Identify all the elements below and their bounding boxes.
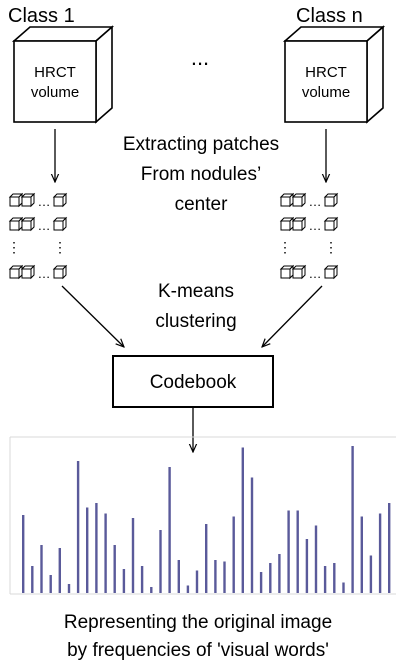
- patch-cube: [8, 216, 24, 232]
- patch-row-ellipsis: …: [38, 218, 51, 233]
- histogram-bar: [269, 563, 272, 593]
- hrct-volume-cube-left: HRCT volume: [11, 25, 115, 124]
- histogram-bar: [104, 513, 107, 593]
- histogram-bar: [150, 587, 153, 593]
- classes-ellipsis: ...: [191, 45, 209, 70]
- patch-column-ellipsis: ⋮: [278, 239, 292, 255]
- histogram-bar: [388, 503, 391, 593]
- patch-row-ellipsis: …: [309, 194, 322, 209]
- patch-cube: [52, 264, 68, 280]
- histogram-bar: [86, 507, 89, 593]
- histogram-bar: [195, 570, 199, 593]
- patch-cube: [20, 264, 36, 280]
- kmeans-step-line1: K-means: [158, 281, 234, 302]
- hrct-volume-cube-right: HRCT volume: [282, 25, 386, 124]
- histogram-bar: [378, 513, 382, 593]
- histogram-bar: [186, 585, 190, 593]
- caption-line1: Representing the original image: [64, 612, 332, 633]
- patch-column-ellipsis: ⋮: [53, 239, 67, 255]
- patch-cube: [323, 192, 339, 208]
- histogram-bar: [223, 561, 226, 593]
- patch-cube: [8, 192, 24, 208]
- caption-line2: by frequencies of 'visual words': [67, 640, 329, 661]
- codebook-label: Codebook: [150, 372, 237, 393]
- patch-cube: [291, 192, 307, 208]
- patch-step-line3: center: [175, 194, 228, 215]
- histogram-bar: [205, 524, 208, 593]
- histogram-bar: [259, 572, 263, 593]
- histogram-frame: [9, 436, 396, 595]
- histogram-bar: [360, 516, 363, 593]
- volume-label-right-line2: volume: [302, 84, 350, 101]
- patch-cube: [279, 216, 295, 232]
- histogram-bar: [113, 545, 116, 593]
- patch-cube: [279, 264, 295, 280]
- patch-row-ellipsis: …: [38, 266, 51, 281]
- patch-cube: [291, 216, 307, 232]
- histogram-bar: [22, 515, 25, 593]
- patch-cube: [323, 264, 339, 280]
- histogram-bar: [31, 566, 34, 593]
- histogram-bar: [333, 563, 336, 593]
- arrow-patches-to-codebook-left: [61, 285, 124, 347]
- patch-cube: [279, 192, 295, 208]
- patch-cube: [20, 192, 36, 208]
- histogram-bar: [351, 446, 354, 593]
- histogram-bar: [278, 554, 281, 593]
- histogram-bar: [250, 477, 254, 593]
- patch-grid-left: ………⋮⋮: [7, 192, 68, 281]
- patch-row-ellipsis: …: [309, 266, 322, 281]
- histogram-bar: [40, 545, 43, 593]
- patch-cube: [20, 216, 36, 232]
- histogram-bar: [296, 510, 299, 593]
- patch-cube: [52, 192, 68, 208]
- patch-cube: [323, 216, 339, 232]
- patch-grid-right: ………⋮⋮: [278, 192, 339, 281]
- histogram-bar: [314, 525, 318, 593]
- histogram-bar: [241, 447, 244, 593]
- volume-label-right-line1: HRCT: [305, 64, 347, 81]
- histogram-bar: [67, 584, 71, 593]
- histogram-bar: [159, 530, 162, 593]
- histogram-bar: [214, 560, 217, 593]
- volume-label-left-line1: HRCT: [34, 64, 76, 81]
- patch-step-line1: Extracting patches: [123, 134, 279, 155]
- histogram-bar: [342, 582, 345, 593]
- arrow-patches-to-codebook-right: [262, 285, 323, 347]
- histogram-bar: [131, 518, 135, 593]
- histogram-bar: [287, 510, 290, 593]
- histogram-bar: [177, 560, 180, 593]
- patch-step-line2: From nodules’: [141, 164, 261, 185]
- histogram-bar: [305, 539, 309, 593]
- histogram-bars: [22, 446, 391, 593]
- histogram-bar: [323, 566, 327, 593]
- class-n-title: Class n: [296, 5, 363, 27]
- histogram-bar: [232, 516, 235, 593]
- histogram-bar: [140, 566, 144, 593]
- patch-cube: [291, 264, 307, 280]
- histogram-bar: [122, 569, 126, 593]
- histogram-bar: [369, 555, 373, 593]
- histogram-bar: [95, 503, 98, 593]
- patch-column-ellipsis: ⋮: [7, 239, 21, 255]
- patch-column-ellipsis: ⋮: [324, 239, 338, 255]
- histogram-bar: [58, 548, 61, 593]
- histogram-bar: [49, 575, 52, 593]
- codebook-box: [112, 355, 274, 408]
- volume-label-left-line2: volume: [31, 84, 79, 101]
- patch-cube: [52, 216, 68, 232]
- histogram-bar: [168, 467, 171, 593]
- class-1-title: Class 1: [8, 5, 75, 27]
- patch-row-ellipsis: …: [38, 194, 51, 209]
- histogram-bar: [76, 461, 80, 593]
- patch-row-ellipsis: …: [309, 218, 322, 233]
- kmeans-step-line2: clustering: [155, 311, 236, 332]
- patch-cube: [8, 264, 24, 280]
